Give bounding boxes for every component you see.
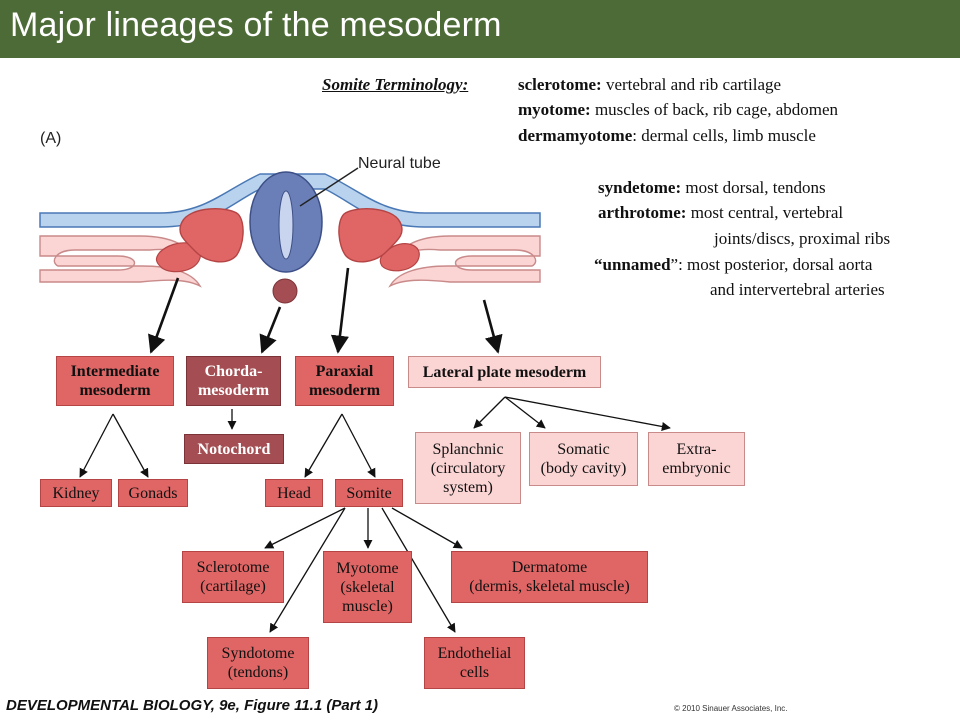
term-desc: muscles of back, rib cage, abdomen bbox=[590, 100, 839, 119]
term-desc: vertebral and rib cartilage bbox=[601, 75, 782, 94]
terminology-line-unnamed: “unnamed”: most posterior, dorsal aorta bbox=[594, 255, 872, 275]
copyright: © 2010 Sinauer Associates, Inc. bbox=[674, 704, 788, 713]
panel-label: (A) bbox=[40, 130, 62, 147]
box-somite: Somite bbox=[335, 479, 403, 507]
terminology-line-arthrotome: arthrotome: most central, vertebral bbox=[598, 203, 843, 223]
box-lateral-plate-mesoderm: Lateral plate mesoderm bbox=[408, 356, 601, 388]
box-myotome: Myotome (skeletal muscle) bbox=[323, 551, 412, 623]
terminology-line-arthrotome-cont: joints/discs, proximal ribs bbox=[714, 229, 890, 249]
section-arrows bbox=[148, 267, 503, 354]
neural-tube-label: Neural tube bbox=[358, 155, 441, 172]
box-extraembryonic: Extra- embryonic bbox=[648, 432, 745, 486]
box-gonads: Gonads bbox=[118, 479, 188, 507]
terminology-line-sclerotome: sclerotome: vertebral and rib cartilage bbox=[518, 75, 781, 95]
box-somatic: Somatic (body cavity) bbox=[529, 432, 638, 486]
term-desc: : dermal cells, limb muscle bbox=[632, 126, 816, 145]
box-paraxial-mesoderm: Paraxial mesoderm bbox=[295, 356, 394, 406]
notochord-shape bbox=[272, 278, 298, 304]
term-desc: most central, vertebral bbox=[686, 203, 844, 222]
somite-right bbox=[338, 208, 403, 263]
box-kidney: Kidney bbox=[40, 479, 112, 507]
figure-citation: DEVELOPMENTAL BIOLOGY, 9e, Figure 11.1 (… bbox=[6, 697, 379, 714]
somite-left bbox=[179, 208, 244, 263]
title-bar: Major lineages of the mesoderm bbox=[0, 0, 960, 58]
ectoderm-layer bbox=[39, 173, 541, 228]
box-syndotome: Syndotome (tendons) bbox=[207, 637, 309, 689]
neural-tube-pointer bbox=[299, 167, 359, 207]
term-name: “unnamed bbox=[594, 255, 671, 274]
term-name: sclerotome: bbox=[518, 75, 602, 94]
term-name: arthrotome: bbox=[598, 203, 687, 222]
box-head: Head bbox=[265, 479, 323, 507]
term-name: dermamyotome bbox=[518, 126, 633, 145]
tree-arrows bbox=[79, 396, 671, 633]
terminology-line-myotome: myotome: muscles of back, rib cage, abdo… bbox=[518, 100, 838, 120]
box-endothelial-cells: Endothelial cells bbox=[424, 637, 525, 689]
box-intermediate-mesoderm: Intermediate mesoderm bbox=[56, 356, 174, 406]
term-desc: most dorsal, tendons bbox=[681, 178, 826, 197]
box-dermatome: Dermatome (dermis, skeletal muscle) bbox=[451, 551, 648, 603]
term-desc: joints/discs, proximal ribs bbox=[714, 229, 891, 248]
intermediate-mesoderm-left bbox=[155, 242, 202, 273]
box-splanchnic: Splanchnic (circulatory system) bbox=[415, 432, 521, 504]
terminology-line-syndetome: syndetome: most dorsal, tendons bbox=[598, 178, 826, 198]
terminology-line-unnamed-cont: and intervertebral arteries bbox=[710, 280, 885, 300]
box-sclerotome: Sclerotome (cartilage) bbox=[182, 551, 284, 603]
neural-tube bbox=[249, 171, 323, 273]
box-chordamesoderm: Chorda- mesoderm bbox=[186, 356, 281, 406]
term-desc: ”: most posterior, dorsal aorta bbox=[670, 255, 873, 274]
term-desc: and intervertebral arteries bbox=[710, 280, 885, 299]
term-name: myotome: bbox=[518, 100, 591, 119]
terminology-line-dermamyotome: dermamyotome: dermal cells, limb muscle bbox=[518, 126, 816, 146]
box-notochord: Notochord bbox=[184, 434, 284, 464]
intermediate-mesoderm-right bbox=[379, 243, 420, 272]
term-name: syndetome: bbox=[598, 178, 682, 197]
slide-title: Major lineages of the mesoderm bbox=[10, 6, 502, 44]
somite-terminology-heading: Somite Terminology: bbox=[322, 75, 469, 94]
